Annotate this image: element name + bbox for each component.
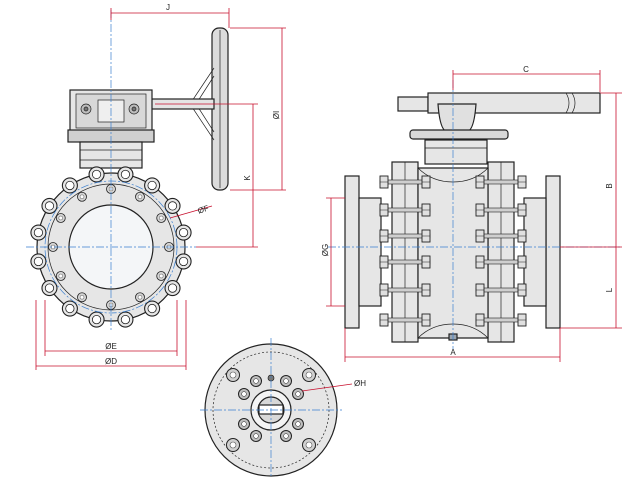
lug-hole <box>120 314 131 325</box>
side-view: C B ØG L A <box>321 65 622 362</box>
lug-hole <box>178 256 189 267</box>
flange-bolts <box>379 175 527 327</box>
tapped-hole-center <box>58 215 64 221</box>
handwheel <box>149 27 229 191</box>
right-end-flange <box>545 175 561 329</box>
dimension-lines-front <box>35 8 286 370</box>
mounting-hole-center <box>229 371 237 379</box>
lug-bolt-holes <box>30 166 192 328</box>
dimension-label-g: ØG <box>321 244 330 256</box>
dimension-label-h: ØH <box>354 379 366 388</box>
mounting-hole-center <box>305 441 313 449</box>
lug-hole <box>167 201 178 211</box>
mounting-hole-center <box>229 441 237 449</box>
tapped-hole-center <box>158 273 164 279</box>
lug-hole <box>91 169 102 180</box>
dimension-label-k: K <box>243 175 252 181</box>
dimension-label-c: C <box>523 65 529 74</box>
dimension-label-b: B <box>605 183 614 188</box>
mounting-holes <box>226 368 316 452</box>
lever-handle <box>397 92 601 165</box>
inner-bolt-hole-center <box>295 421 301 427</box>
lug-hole <box>65 180 75 191</box>
tapped-hole-center <box>58 273 64 279</box>
lug-hole <box>65 303 75 314</box>
inner-bolt-hole-center <box>295 391 301 397</box>
mounting-flange-view: ØH <box>200 338 366 478</box>
lug-hole <box>33 227 44 238</box>
lug-hole <box>44 201 55 211</box>
lug-hole <box>33 256 44 267</box>
dimension-label-l: L <box>605 287 614 292</box>
lug-hole <box>147 303 157 314</box>
lug-hole <box>147 180 157 191</box>
inner-bolt-hole-center <box>241 421 247 427</box>
dimension-label-i: ØI <box>272 111 281 119</box>
inner-bolt-hole-center <box>241 391 247 397</box>
inner-bolt-hole-center <box>283 433 289 439</box>
tapped-hole-center <box>137 194 143 200</box>
tapped-hole-center <box>158 215 164 221</box>
tapped-hole-center <box>79 294 85 300</box>
tapped-hole-center <box>137 294 143 300</box>
lug-hole <box>91 314 102 325</box>
dimension-label-j: J <box>166 3 170 12</box>
dimension-label-e: ØE <box>105 342 117 351</box>
lug-hole <box>167 283 178 293</box>
lug-hole <box>120 169 131 180</box>
lug-hole <box>178 227 189 238</box>
inner-bolt-hole-center <box>283 378 289 384</box>
mounting-hole-center <box>305 371 313 379</box>
inner-bolt-hole-center <box>253 378 259 384</box>
lug-hole <box>44 283 55 293</box>
dimension-lines-side <box>326 70 622 362</box>
dimension-label-f: ØF <box>197 204 210 216</box>
inner-bolt-hole-center <box>253 433 259 439</box>
front-view: J ØI K ØF ØE ØD <box>26 3 286 370</box>
left-end-flange <box>344 175 360 329</box>
tapped-hole-center <box>79 194 85 200</box>
dimension-label-a: A <box>450 348 456 357</box>
dimension-label-d: ØD <box>105 357 117 366</box>
